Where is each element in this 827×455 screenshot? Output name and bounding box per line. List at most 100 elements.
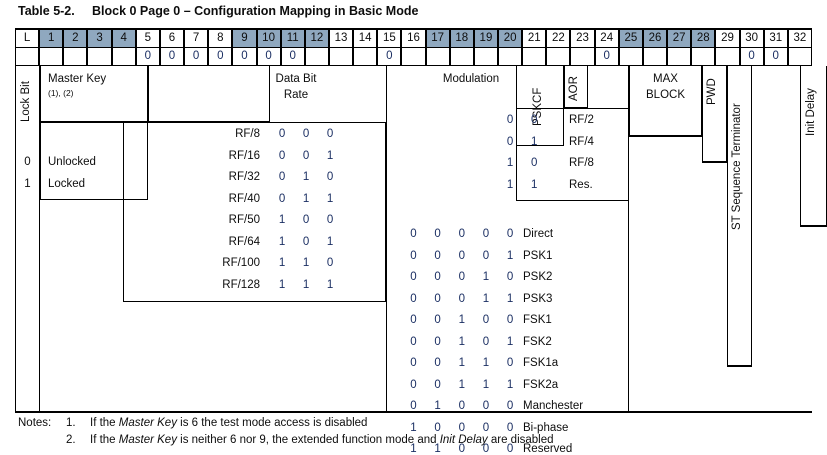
init-delay-connector: [800, 226, 827, 227]
modulation-bit-1-4: 1: [506, 249, 514, 262]
pwd-label: PWD: [706, 78, 718, 106]
column-header-3: 3: [87, 30, 112, 47]
table-caption: Block 0 Page 0 – Configuration Mapping i…: [92, 4, 419, 18]
column-header-7: 7: [184, 30, 209, 47]
modulation-bit-10-3: 0: [482, 443, 490, 455]
max-block-connector: [629, 136, 702, 137]
pskcf-bit-3-1: 1: [531, 178, 538, 191]
modulation-bit-4-1: 0: [434, 314, 441, 326]
modulation-bit-1-0: 0: [410, 249, 417, 262]
data-bit-rate-bit-7-2: 1: [326, 278, 334, 291]
data-bit-rate-name-6: RF/100: [222, 257, 260, 269]
data-bit-rate-bit-1-1: 0: [302, 149, 310, 162]
data-bit-rate-bit-2-2: 0: [326, 171, 334, 183]
data-bit-rate-bit-3-0: 0: [278, 192, 286, 205]
data-bit-rate-bit-3-1: 1: [302, 192, 310, 205]
modulation-bit-10-1: 1: [434, 443, 441, 455]
column-header-15: 15: [377, 30, 402, 47]
column-header-25: 25: [618, 30, 643, 47]
modulation-bit-7-3: 1: [482, 378, 490, 391]
modulation-bit-2-4: 0: [506, 271, 514, 283]
modulation-bit-2-2: 0: [458, 271, 465, 283]
column-header-6: 6: [159, 30, 185, 47]
modulation-bit-5-0: 0: [410, 335, 417, 348]
bit-cell-22: [546, 48, 571, 65]
modulation-bit-2-1: 0: [434, 271, 441, 283]
column-header-21: 21: [522, 30, 547, 47]
column-header-lock: L: [15, 30, 40, 47]
column-header-18: 18: [449, 30, 474, 47]
modulation-bit-3-0: 0: [410, 292, 417, 305]
modulation-bit-8-3: 0: [482, 400, 490, 412]
pskcf-name-2: RF/8: [569, 157, 594, 169]
data-bit-rate-name-7: RF/128: [222, 278, 260, 291]
data-bit-rate-bit-2-0: 0: [278, 171, 286, 183]
data-bit-rate-bit-7-0: 1: [278, 278, 286, 291]
modulation-bit-1-2: 0: [458, 249, 465, 262]
modulation-bit-4-0: 0: [410, 314, 417, 326]
column-header-11: 11: [280, 30, 305, 47]
column-header-8: 8: [208, 30, 233, 47]
bit-cell-28: [691, 48, 716, 65]
st-sequence-terminator-box: [727, 66, 752, 366]
modulation-bit-1-3: 0: [482, 249, 490, 262]
data-bit-rate-bit-4-0: 1: [278, 214, 286, 226]
pskcf-values-box: [516, 108, 629, 201]
modulation-bit-6-4: 0: [506, 357, 514, 369]
bit-cell-29: [715, 48, 740, 65]
modulation-bit-3-4: 1: [506, 292, 514, 305]
pskcf-name-3: Res.: [569, 178, 593, 191]
master-key-box: [40, 66, 148, 122]
init-delay-label: Init Delay: [805, 88, 817, 136]
data-bit-rate-bit-2-1: 1: [302, 171, 310, 183]
modulation-bit-6-1: 0: [434, 357, 441, 369]
bit-cell-20: [498, 48, 523, 65]
modulation-bit-8-2: 0: [458, 400, 465, 412]
master-key-label: Master Key: [48, 73, 107, 85]
lock-bit-box: [15, 66, 40, 411]
modulation-name-7: FSK2a: [523, 378, 559, 391]
column-header-30: 30: [739, 30, 764, 47]
data-bit-rate-bit-3-2: 1: [326, 192, 334, 205]
bit-cell-1: [39, 48, 64, 65]
modulation-name-8: Manchester: [523, 400, 584, 412]
pskcf-bit-2-0: 1: [506, 157, 514, 169]
bit-cell-13: [328, 48, 354, 65]
lock-bit-label: Lock Bit: [20, 81, 32, 123]
data-bit-rate-name-4: RF/50: [228, 214, 260, 226]
modulation-bit-4-3: 0: [482, 314, 490, 326]
modulation-bit-6-3: 1: [482, 357, 490, 369]
column-header-16: 16: [401, 30, 426, 47]
bit-cell-7: 0: [184, 48, 209, 65]
data-bit-rate-bit-7-1: 1: [302, 278, 310, 291]
column-header-12: 12: [304, 30, 329, 47]
modulation-bit-7-1: 0: [434, 378, 441, 391]
lock-state-name-1: Locked: [48, 178, 86, 190]
table-number: Table 5-2.: [18, 4, 75, 18]
table-top-rule: [15, 28, 812, 30]
column-header-5: 5: [135, 30, 160, 47]
data-bit-rate-bit-1-2: 1: [326, 149, 334, 162]
modulation-bit-6-0: 0: [410, 357, 417, 369]
modulation-bit-9-1: 0: [434, 421, 441, 434]
bit-cell-9: 0: [232, 48, 257, 65]
modulation-bit-4-2: 1: [458, 314, 465, 326]
modulation-name-1: PSK1: [523, 249, 553, 262]
bit-cell-16: [401, 48, 426, 65]
bit-cell-32: [787, 48, 812, 65]
data-bit-rate-label-line1: Data Bit: [275, 73, 317, 85]
modulation-bit-7-2: 1: [458, 378, 465, 391]
pskcf-bit-0-1: 0: [531, 114, 538, 126]
bit-cell-14: [353, 48, 378, 65]
header-rule: [15, 47, 812, 48]
data-bit-rate-name-1: RF/16: [228, 149, 260, 162]
bit-cell-17: [425, 48, 450, 65]
modulation-bit-2-0: 0: [410, 271, 417, 283]
column-header-19: 19: [473, 30, 499, 47]
bit-cell-6: 0: [159, 48, 185, 65]
modulation-name-3: PSK3: [523, 292, 553, 305]
bit-cell-30: 0: [739, 48, 764, 65]
modulation-bit-7-0: 0: [410, 378, 417, 391]
